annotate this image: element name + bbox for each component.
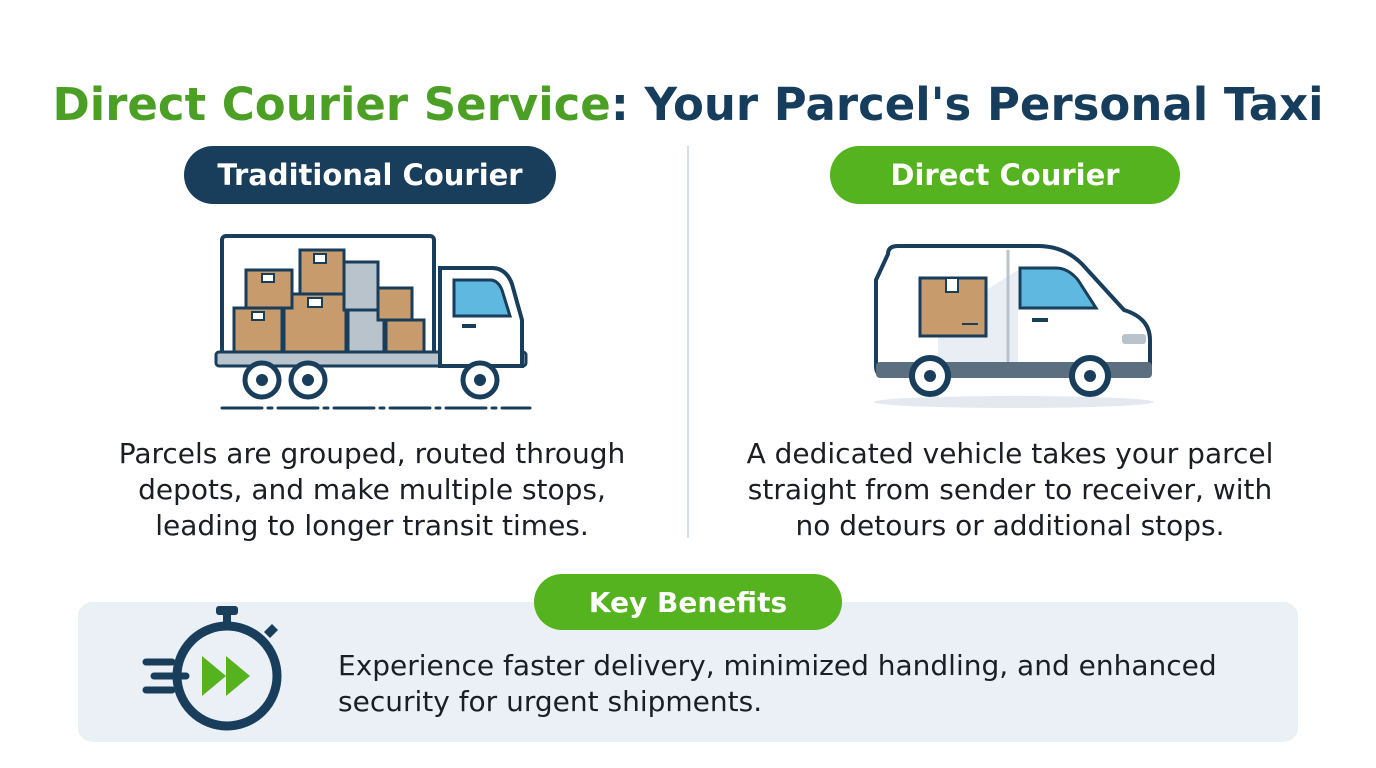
title-rest: : Your Parcel's Personal Taxi xyxy=(610,78,1324,132)
direct-courier-description: A dedicated vehicle takes your parcel st… xyxy=(746,437,1274,542)
traditional-courier-label: Traditional Courier xyxy=(184,146,556,204)
fast-forward-stopwatch-icon xyxy=(142,606,282,731)
traditional-courier-description: Parcels are grouped, routed through depo… xyxy=(118,437,626,542)
section-divider xyxy=(687,146,689,538)
benefits-text: Experience faster delivery, minimized ha… xyxy=(338,649,1217,718)
key-benefits-label: Key Benefits xyxy=(534,574,842,630)
title-highlight: Direct Courier Service xyxy=(52,78,611,132)
page-title: Direct Courier Service: Your Parcel's Pe… xyxy=(0,78,1376,131)
direct-courier-label: Direct Courier xyxy=(830,146,1180,204)
box-truck-icon xyxy=(214,234,532,410)
delivery-van-icon xyxy=(874,244,1154,408)
